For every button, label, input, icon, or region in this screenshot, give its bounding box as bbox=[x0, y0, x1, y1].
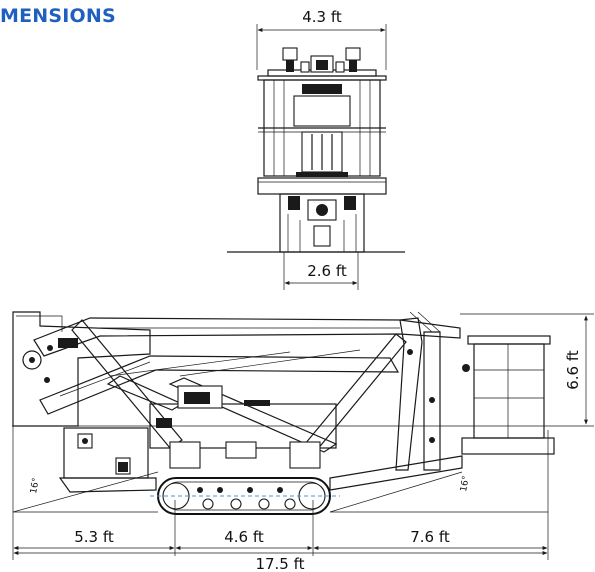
side-height-label: 6.6 ft bbox=[564, 350, 582, 390]
page-title: MENSIONS bbox=[0, 5, 116, 27]
rear-overhang-label: 5.3 ft bbox=[74, 528, 114, 546]
front-top-width-label: 4.3 ft bbox=[302, 8, 342, 26]
track-length-label: 4.6 ft bbox=[224, 528, 264, 546]
angle-right-label: 16° bbox=[459, 475, 472, 492]
front-track-width-label: 2.6 ft bbox=[307, 262, 347, 280]
front-overhang-label: 7.6 ft bbox=[410, 528, 450, 546]
front-view: 4.3 ft bbox=[227, 8, 405, 290]
side-view: 6.6 ft bbox=[12, 311, 594, 572]
angle-left-label: 16° bbox=[29, 477, 42, 494]
overall-length-label: 17.5 ft bbox=[255, 555, 304, 572]
